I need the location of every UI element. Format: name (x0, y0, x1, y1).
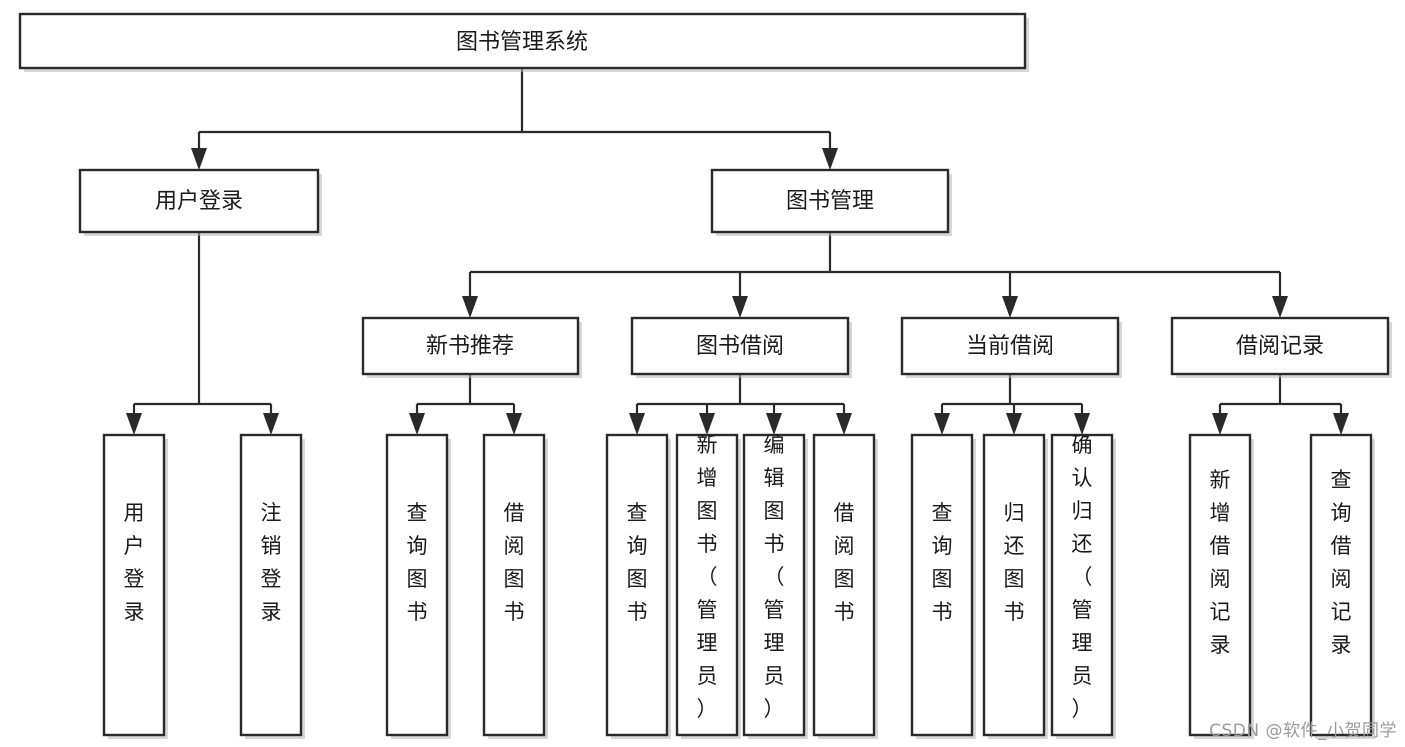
leaf-borrow-book-1-box (482, 433, 546, 737)
leaf-query-book-2-box (605, 433, 669, 737)
leaf-confirm-return-label: 确认归还（管理员） (1072, 433, 1093, 721)
arrow-to-user-login (191, 148, 207, 170)
leaf-query-record-label: 查询借阅记录 (1331, 468, 1352, 657)
node-root[interactable]: 图书管理系统 (18, 12, 1029, 72)
arrow-to-leaf-user-login (126, 413, 142, 435)
book-manage-box (710, 168, 950, 234)
node-leaf-borrow-book-1[interactable]: 借阅图书 (482, 433, 548, 739)
leaf-query-book-1-label: 查询图书 (407, 501, 428, 624)
leaf-query-book-2-label: 查询图书 (627, 501, 648, 624)
leaf-add-record-label: 新增借阅记录 (1210, 468, 1231, 657)
connector-bookborrow-bus (635, 374, 846, 418)
csdn-watermark: CSDN @软件_小贺同学 (1209, 721, 1397, 741)
leaf-borrow-book-1-label: 借阅图书 (504, 501, 525, 624)
node-leaf-query-book-2[interactable]: 查询图书 (605, 433, 671, 739)
arrow-to-leaf-add-record (1212, 413, 1228, 435)
root-label: 图书管理系统 (456, 30, 588, 55)
leaf-user-login-label: 用户登录 (124, 501, 145, 624)
node-leaf-query-book-1[interactable]: 查询图书 (385, 433, 451, 739)
leaf-borrow-book-2-label: 借阅图书 (834, 501, 855, 624)
node-leaf-add-record[interactable]: 新增借阅记录 (1188, 433, 1254, 739)
connector-bookmanage-bus (468, 232, 1282, 300)
arrow-to-leaf-confirm-return (1074, 413, 1090, 435)
root-box (18, 12, 1027, 70)
current-borrow-box (900, 316, 1120, 376)
arrow-to-leaf-borrow-book-2 (836, 413, 852, 435)
leaf-user-login-box (102, 433, 166, 737)
arrow-to-leaf-query-book-3 (934, 413, 950, 435)
book-borrow-label: 图书借阅 (696, 334, 784, 359)
leaf-edit-book-box (742, 433, 806, 737)
leaf-logout-label: 注销登录 (261, 501, 282, 624)
node-leaf-return-book[interactable]: 归还图书 (982, 433, 1048, 739)
arrow-to-leaf-return-book (1006, 413, 1022, 435)
leaf-add-book-label: 新增图书（管理员） (697, 433, 718, 721)
node-new-book-recommend[interactable]: 新书推荐 (361, 316, 582, 378)
node-leaf-borrow-book-2[interactable]: 借阅图书 (812, 433, 878, 739)
leaf-query-book-1-box (385, 433, 449, 737)
arrow-to-leaf-query-book-1 (409, 413, 425, 435)
arrow-to-book-manage (822, 148, 838, 170)
node-current-borrow[interactable]: 当前借阅 (900, 316, 1122, 378)
arrow-to-leaf-logout (263, 413, 279, 435)
connector-currentborrow-bus (940, 374, 1084, 418)
user-login-label: 用户登录 (155, 189, 243, 214)
arrow-to-leaf-borrow-book-1 (506, 413, 522, 435)
arrow-to-leaf-query-book-2 (629, 413, 645, 435)
node-leaf-add-book[interactable]: 新增图书（管理员） (675, 433, 741, 739)
connector-root-bus (197, 68, 832, 152)
leaf-logout-box (239, 433, 303, 737)
borrow-record-box (1170, 316, 1390, 376)
node-leaf-query-record[interactable]: 查询借阅记录 (1309, 433, 1375, 739)
connector-newbook-bus (415, 374, 516, 418)
connector-borrowrecord-bus (1218, 374, 1343, 418)
node-borrow-record[interactable]: 借阅记录 (1170, 316, 1392, 378)
book-borrow-box (630, 316, 850, 376)
user-login-box (78, 168, 320, 234)
node-leaf-logout[interactable]: 注销登录 (239, 433, 305, 739)
leaf-return-book-box (982, 433, 1046, 737)
node-user-login[interactable]: 用户登录 (78, 168, 322, 236)
arrow-to-borrow-record (1272, 296, 1288, 318)
leaf-add-book-box (675, 433, 739, 737)
leaf-query-book-3-label: 查询图书 (932, 501, 953, 624)
node-book-manage[interactable]: 图书管理 (710, 168, 952, 236)
node-leaf-edit-book[interactable]: 编辑图书（管理员） (742, 433, 808, 739)
current-borrow-label: 当前借阅 (966, 334, 1054, 359)
leaf-edit-book-label: 编辑图书（管理员） (764, 433, 785, 721)
connector-userlogin-bus (132, 232, 273, 418)
leaf-return-book-label: 归还图书 (1004, 501, 1025, 624)
connector-layer (126, 68, 1349, 435)
arrow-to-leaf-edit-book (766, 413, 782, 435)
node-leaf-user-login[interactable]: 用户登录 (102, 433, 168, 739)
arrow-to-new-book-recommend (462, 296, 478, 318)
arrow-to-book-borrow (732, 296, 748, 318)
node-leaf-query-book-3[interactable]: 查询图书 (910, 433, 976, 739)
arrow-to-leaf-add-book (699, 413, 715, 435)
arrow-to-leaf-query-record (1333, 413, 1349, 435)
leaf-query-book-3-box (910, 433, 974, 737)
book-manage-label: 图书管理 (786, 189, 874, 214)
node-book-borrow[interactable]: 图书借阅 (630, 316, 852, 378)
arrow-to-current-borrow (1002, 296, 1018, 318)
new-book-recommend-box (361, 316, 580, 376)
leaf-query-record-box (1309, 433, 1373, 737)
leaf-borrow-book-2-box (812, 433, 876, 737)
new-book-recommend-label: 新书推荐 (426, 334, 514, 359)
node-leaf-confirm-return[interactable]: 确认归还（管理员） (1050, 433, 1116, 739)
leaf-add-record-box (1188, 433, 1252, 737)
leaf-layer: 用户登录 注销登录 查询图书 借阅图书 查询图书 (102, 433, 1375, 739)
leaf-confirm-return-box (1050, 433, 1114, 737)
borrow-record-label: 借阅记录 (1236, 334, 1324, 359)
